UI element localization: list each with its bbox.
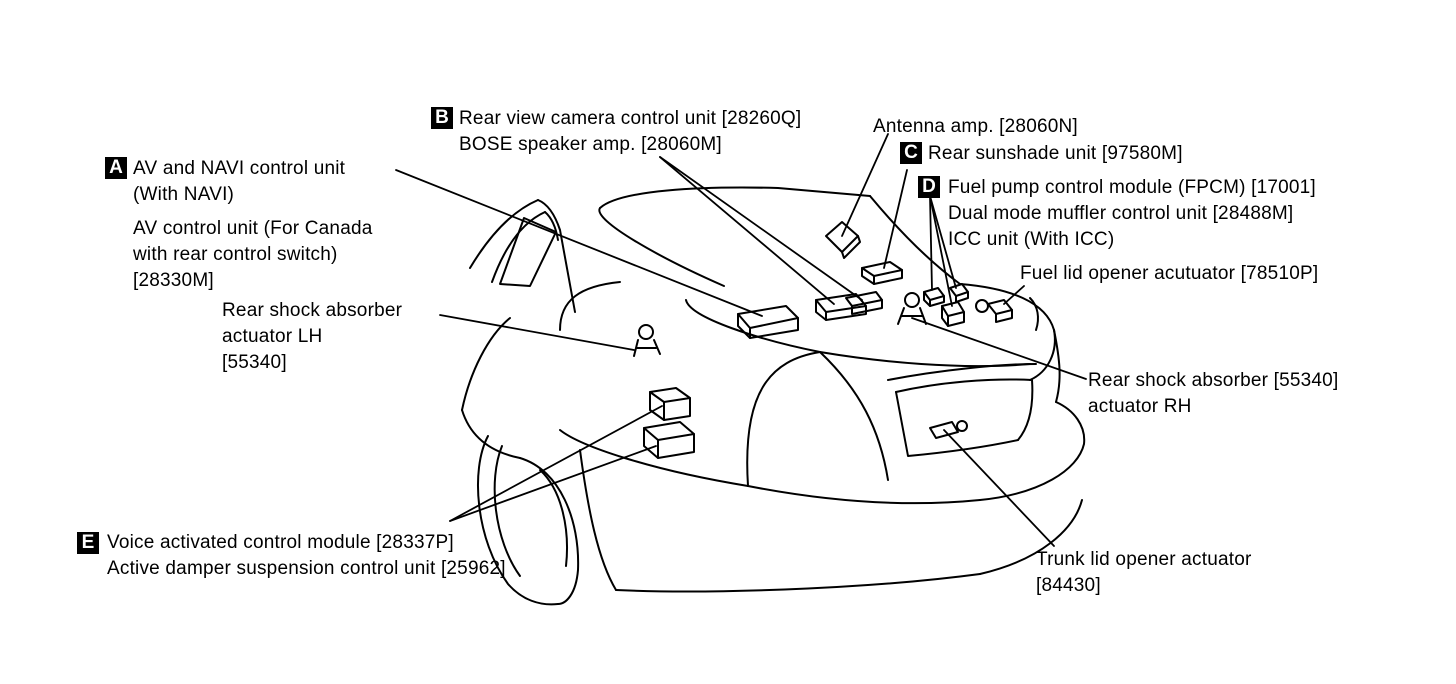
component-fuel-pump-module	[923, 287, 945, 307]
callout-c-line-1: Rear sunshade unit [97580M]	[928, 143, 1183, 164]
component-fuel-lid-actuator	[975, 299, 1013, 323]
callout-rear-sunshade-unit: Rear sunshade unit [97580M]	[928, 141, 1183, 167]
callout-shock-lh-line-1: Rear shock absorber	[222, 300, 403, 321]
callout-shock-rh-line-2: actuator RH	[1088, 396, 1192, 417]
callout-a-line-1: AV and NAVI control unit	[133, 158, 346, 179]
badge-c: C	[900, 142, 922, 164]
callout-d-line-1: Fuel pump control module (FPCM) [17001]	[948, 177, 1316, 198]
component-sunshade-unit	[861, 261, 903, 285]
callout-d-line-3: ICC unit (With ICC)	[948, 229, 1115, 250]
callout-shock-lh-line-3: [55340]	[222, 352, 287, 373]
callout-e-line-2: Active damper suspension control unit [2…	[107, 558, 506, 579]
callout-b-line-2: BOSE speaker amp. [28060M]	[459, 134, 722, 155]
callout-shock-rh-line-1: Rear shock absorber [55340]	[1088, 370, 1339, 391]
callout-a-line-2: (With NAVI)	[133, 184, 235, 205]
callout-a-line-5: [28330M]	[133, 270, 214, 291]
component-shock-absorber-rh	[897, 292, 927, 325]
component-trunk-lid-actuator	[929, 420, 968, 439]
component-icc-unit	[941, 301, 965, 327]
callout-shock-lh-line-2: actuator LH	[222, 326, 323, 347]
callout-antenna-amp: Antenna amp. [28060N]	[873, 114, 1078, 140]
callout-d-line-2: Dual mode muffler control unit [28488M]	[948, 203, 1294, 224]
callout-a-line-3: AV control unit (For Canada	[133, 218, 373, 239]
callout-a-line-4: with rear control switch)	[133, 244, 338, 265]
callout-shock-absorber-lh: Rear shock absorber actuator LH [55340]	[222, 298, 402, 376]
callout-antenna-line-1: Antenna amp. [28060N]	[873, 116, 1078, 137]
callout-camera-bose: Rear view camera control unit [28260Q] B…	[459, 106, 801, 158]
component-av-control-unit	[737, 305, 799, 339]
badge-b: B	[431, 107, 453, 129]
component-camera-control-unit	[815, 293, 867, 321]
component-shock-absorber-lh	[633, 324, 661, 357]
callout-trunk-line-1: Trunk lid opener actuator	[1036, 549, 1252, 570]
badge-a: A	[105, 157, 127, 179]
callout-e-line-1: Voice activated control module [28337P]	[107, 532, 454, 553]
callout-fpcm-muffler-icc: Fuel pump control module (FPCM) [17001] …	[948, 175, 1316, 253]
callout-av-navi-control-unit: AV and NAVI control unit (With NAVI) AV …	[133, 156, 373, 294]
callout-shock-absorber-rh: Rear shock absorber [55340] actuator RH	[1088, 368, 1338, 420]
badge-e: E	[77, 532, 99, 554]
callout-fuel-lid-line-1: Fuel lid opener acutuator [78510P]	[1020, 263, 1319, 284]
component-antenna-amp	[825, 221, 861, 259]
leader-lines	[395, 133, 1087, 547]
component-bose-amp	[845, 291, 883, 315]
callout-b-line-1: Rear view camera control unit [28260Q]	[459, 108, 802, 129]
callout-trunk-lid-opener: Trunk lid opener actuator [84430]	[1036, 547, 1252, 599]
component-damper-control-unit	[643, 421, 695, 459]
callout-voice-damper-modules: Voice activated control module [28337P] …	[107, 530, 506, 582]
callout-trunk-line-2: [84430]	[1036, 575, 1101, 596]
badge-d: D	[918, 176, 940, 198]
component-dual-mode-muffler-unit	[949, 283, 969, 303]
callout-fuel-lid-opener: Fuel lid opener acutuator [78510P]	[1020, 261, 1318, 287]
component-voice-control-module	[649, 387, 691, 421]
